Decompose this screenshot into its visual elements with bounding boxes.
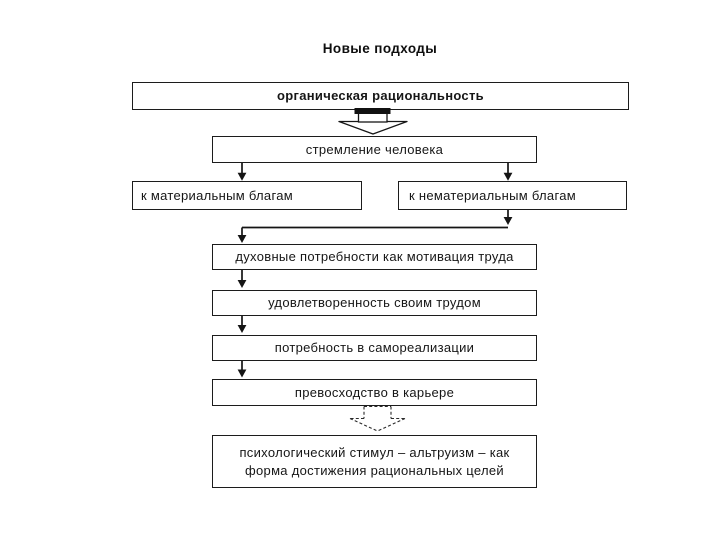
node-work-satisfaction: удовлетворенность своим трудом [212, 290, 537, 316]
node-material-goods: к материальным благам [132, 181, 362, 210]
node-psychological-stimulus: психологический стимул – альтруизм – как… [212, 435, 537, 488]
diagram-title: Новые подходы [322, 41, 438, 56]
node-spiritual-needs: духовные потребности как мотивация труда [212, 244, 537, 270]
arrow-satisfaction-to-selfreal-icon [237, 316, 247, 333]
node-human-striving: стремление человека [212, 136, 537, 163]
node-self-realization: потребность в самореализации [212, 335, 537, 361]
elbow-arrow-immaterial-to-spiritual-icon [237, 210, 513, 243]
block-arrow-organic-to-striving-icon [338, 108, 408, 135]
dashed-block-arrow-career-to-psych-icon [349, 405, 406, 432]
node-organic-rationality: органическая рациональность [132, 82, 629, 110]
arrow-spiritual-to-satisfaction-icon [237, 270, 247, 288]
node-immaterial-goods: к нематериальным благам [398, 181, 627, 210]
arrow-striving-to-material-icon [237, 163, 247, 181]
arrow-striving-to-immaterial-icon [503, 163, 513, 181]
arrow-selfreal-to-career-icon [237, 361, 247, 378]
node-career-superiority: превосходство в карьере [212, 379, 537, 406]
